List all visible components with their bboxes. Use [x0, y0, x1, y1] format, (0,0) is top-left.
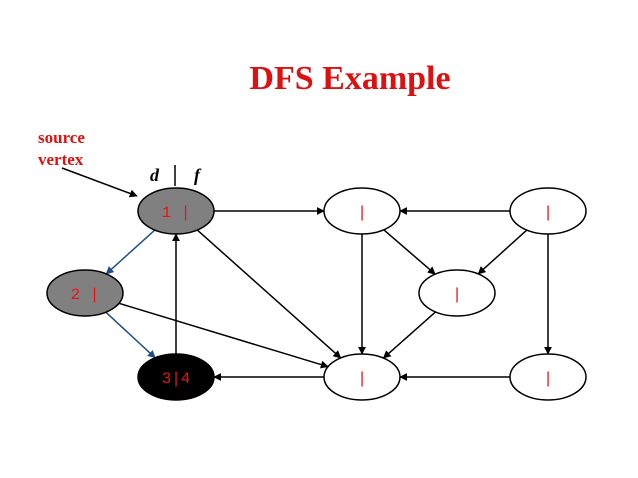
source-vertex-label: source vertex: [38, 127, 85, 171]
nodes-layer: 1 | | | 2 | | 3|4 | |: [46, 187, 587, 401]
vertex-d-label: 2 |: [71, 286, 100, 304]
edge-a-g: [196, 229, 342, 359]
vertex-d: 2 |: [46, 269, 124, 317]
edge-a-d: [105, 229, 156, 275]
vertex-e: |: [418, 269, 496, 317]
vertex-a-shape: [137, 187, 215, 235]
edges-layer: [105, 207, 552, 381]
f-header-label: f: [194, 165, 202, 185]
vertex-e-label: |: [452, 286, 462, 304]
vertex-g-label: |: [357, 370, 367, 388]
vertex-b: |: [323, 187, 401, 235]
vertex-b-label: |: [357, 204, 367, 222]
vertex-c-shape: [509, 187, 587, 235]
source-pointer-arrow: [61, 167, 138, 198]
vertex-e-shape: [418, 269, 496, 317]
source-label-line-2: vertex: [38, 150, 84, 169]
d-header-label: d: [150, 165, 160, 185]
vertex-b-shape: [323, 187, 401, 235]
edge-e-g: [382, 311, 437, 359]
edge-d-g: [118, 302, 329, 369]
vertex-f: 3|4: [137, 353, 215, 401]
vertex-a: 1 |: [137, 187, 215, 235]
vertex-f-label: 3|4: [162, 370, 191, 388]
vertex-h-shape: [509, 353, 587, 401]
vertex-h-label: |: [543, 370, 553, 388]
vertex-h: |: [509, 353, 587, 401]
diagram-title: DFS Example: [249, 60, 451, 97]
vertex-f-shape: [137, 353, 215, 401]
vertex-c: |: [509, 187, 587, 235]
vertex-g: |: [323, 353, 401, 401]
vertex-c-label: |: [543, 204, 553, 222]
vertex-g-shape: [323, 353, 401, 401]
vertex-a-label: 1 |: [162, 204, 191, 222]
edge-b-e: [383, 229, 436, 275]
edge-d-f: [105, 311, 156, 359]
edge-c-e: [477, 229, 528, 275]
source-label-line-1: source: [38, 128, 85, 147]
vertex-d-shape: [46, 269, 124, 317]
